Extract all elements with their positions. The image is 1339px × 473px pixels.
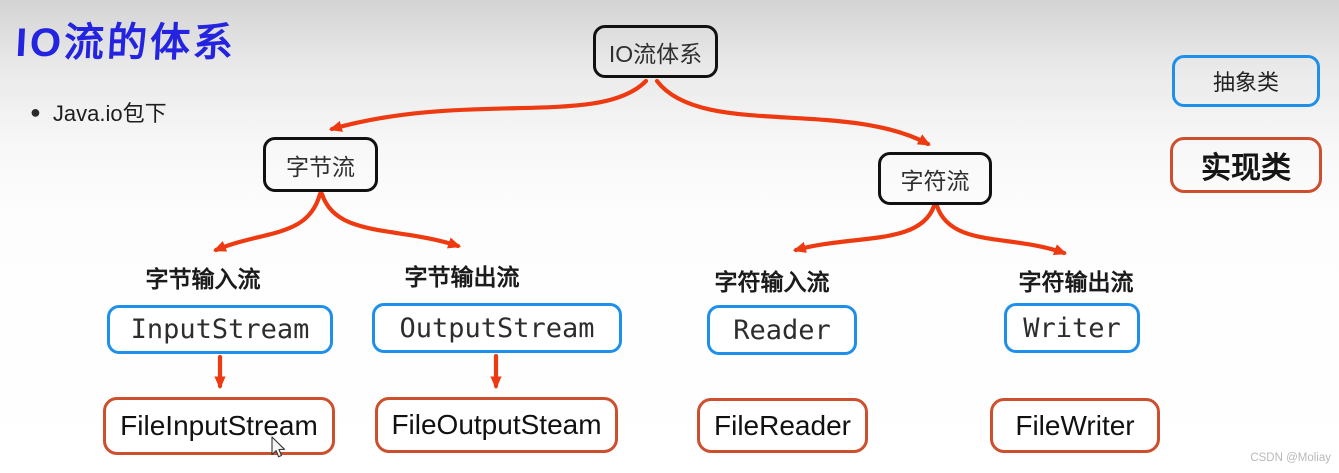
arrow-byte-to-output-label [319,191,462,249]
mouse-pointer-icon [271,436,286,458]
node-fileoutputsteam: FileOutputSteam [375,397,618,453]
node-filewriter: FileWriter [990,398,1160,453]
node-byte-stream: 字节流 [263,137,378,192]
node-root: IO流体系 [593,25,718,78]
node-fileinputstream: FileInputStream [103,397,335,455]
label-char-output-stream: 字符输出流 [1018,269,1134,295]
bullet-icon: ● [30,101,41,122]
arrow-byte-to-input-label [212,191,323,253]
node-char-stream: 字符流 [878,152,992,205]
legend-abstract-class: 抽象类 [1172,55,1320,107]
node-inputstream: InputStream [107,305,333,354]
arrow-root-to-char-stream [654,78,931,147]
label-byte-input-stream: 字节输入流 [145,266,261,292]
node-reader: Reader [707,305,857,355]
label-char-input-stream: 字符输入流 [714,269,830,295]
arrow-char-to-output-label [934,203,1068,256]
legend-implementation-class: 实现类 [1170,137,1322,193]
node-writer: Writer [1004,303,1140,353]
bullet-line: ● Java.io包下 [30,96,167,128]
bullet-text: Java.io包下 [52,101,167,126]
node-filereader: FileReader [697,398,868,453]
arrow-root-to-byte-stream [328,78,649,132]
watermark: CSDN @Moliay [1250,452,1331,464]
page-title: IO流的体系 [14,21,238,65]
label-byte-output-stream: 字节输出流 [404,264,520,290]
arrow-char-to-input-label [792,203,937,253]
node-outputstream: OutputStream [372,303,622,353]
